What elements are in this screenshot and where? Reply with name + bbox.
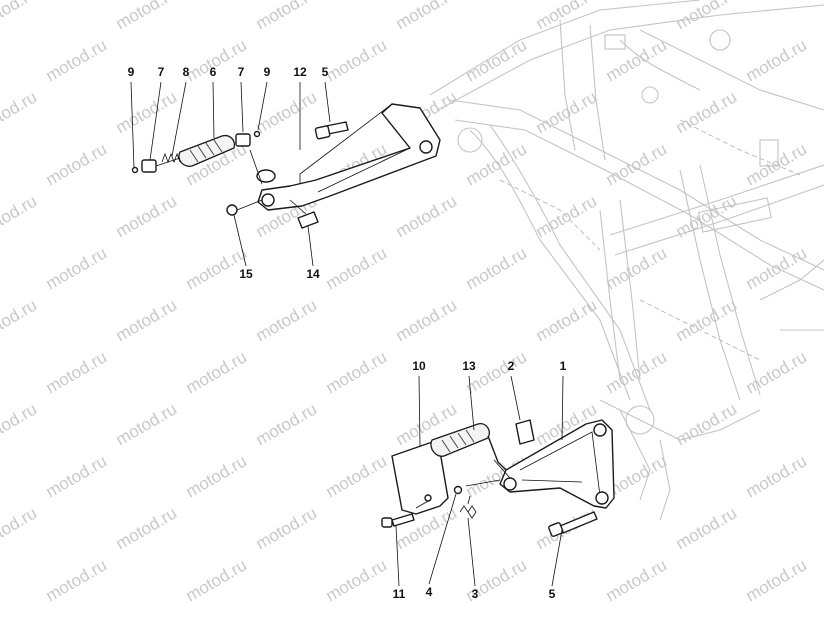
watermark-text: motod.ru [393,191,461,241]
callout-label: 13 [462,359,476,373]
mount-hole [593,423,607,437]
pivot-pin [297,211,319,229]
watermark-text: motod.ru [43,451,111,501]
lower-footpeg-assembly [381,419,615,537]
callout-label: 5 [549,587,556,601]
watermark-text: motod.ru [253,295,321,345]
watermark-text: motod.ru [323,451,391,501]
callout-label: 4 [426,585,433,599]
watermark-text: motod.ru [0,399,40,449]
pivot-boss [256,169,276,183]
callout-label: 9 [264,65,271,79]
spring [161,152,181,164]
watermark-text: motod.ru [673,295,741,345]
leader-lines [130,81,564,587]
watermark-text: motod.ru [0,0,40,33]
watermark-text: motod.ru [463,139,531,189]
watermark-text: motod.ru [743,451,811,501]
mount-hole [595,491,609,505]
watermark-text: motod.ru [253,0,321,33]
watermark-text: motod.ru [43,555,111,605]
return-spring [459,505,477,519]
motorcycle-frame [429,0,824,521]
watermark-text: motod.ru [323,35,391,85]
washer-right [253,130,261,138]
callout-label: 10 [412,359,426,373]
watermark-text: motod.ru [43,139,111,189]
watermark-text: motod.ru [253,87,321,137]
watermark-text: motod.ru [323,555,391,605]
bushing-right [235,133,251,147]
washer-left [131,166,139,174]
watermark-text: motod.ru [393,0,461,33]
watermark-text: motod.ru [113,295,181,345]
watermark-text: motod.ru [183,451,251,501]
watermark-text: motod.ru [323,347,391,397]
callout-label: 12 [293,65,307,79]
watermark-text: motod.ru [0,295,40,345]
watermark-text: motod.ru [603,35,671,85]
watermark-text: motod.ru [0,503,40,553]
screw [381,513,415,528]
mount-hole [419,140,433,154]
bolt [314,121,349,140]
peg-arm [487,435,507,471]
callout-label: 15 [239,267,253,281]
watermark-text: motod.ru [183,347,251,397]
watermark-text: motod.ru [393,295,461,345]
upper-footpeg-assembly [131,103,441,229]
watermark-text: motod.ru [113,87,181,137]
callout-label: 14 [306,267,320,281]
watermark-text: motod.ru [253,503,321,553]
pivot-hole [261,193,275,207]
bushing-left [141,159,157,173]
watermark-text: motod.ru [533,87,601,137]
watermark-text: motod.ru [253,399,321,449]
callout-label: 7 [158,65,165,79]
callout-label: 5 [322,65,329,79]
footpeg-rubber [430,423,490,457]
watermark-text: motod.ru [323,243,391,293]
watermark-text: motod.ru [0,87,40,137]
callout-label: 3 [472,587,479,601]
watermark-text: motod.ru [113,0,181,33]
watermark-text: motod.ru [463,243,531,293]
watermark-text: motod.ru [743,139,811,189]
watermark-text: motod.ru [743,35,811,85]
callout-label: 9 [128,65,135,79]
callout-label: 11 [393,587,406,601]
watermark-text: motod.ru [43,243,111,293]
callout-label: 8 [183,65,190,79]
watermark-text: motod.ru [533,295,601,345]
callout-label: 2 [508,359,515,373]
watermark-text: motod.ru [113,191,181,241]
watermark-text: motod.ru [603,243,671,293]
callout-label: 7 [238,65,245,79]
watermark-text: motod.ru [43,35,111,85]
pivot-hole [503,477,517,491]
watermark-text: motod.ru [603,555,671,605]
nut [226,204,238,216]
footpeg-bracket [257,103,441,211]
watermark-text: motod.ru [43,347,111,397]
callout-label: 1 [560,359,567,373]
watermark-text: motod.ru [743,555,811,605]
watermark-text: motod.ru [113,503,181,553]
detent-ball [453,485,463,495]
watermark-text: motod.ru [0,191,40,241]
watermark-text: motod.ru [183,555,251,605]
watermark-text: motod.ru [113,399,181,449]
callout-label: 6 [210,65,217,79]
watermark-text: motod.ru [673,87,741,137]
footpeg-rubber [178,134,236,167]
plate-hole [424,494,432,502]
bolt [515,419,535,445]
watermark-text: motod.ru [673,503,741,553]
watermark-text: motod.ru [743,347,811,397]
callout-labels: 9 7 8 6 7 9 12 5 15 14 10 13 2 1 11 4 3 … [128,65,567,601]
watermark-text: motod.ru [603,139,671,189]
